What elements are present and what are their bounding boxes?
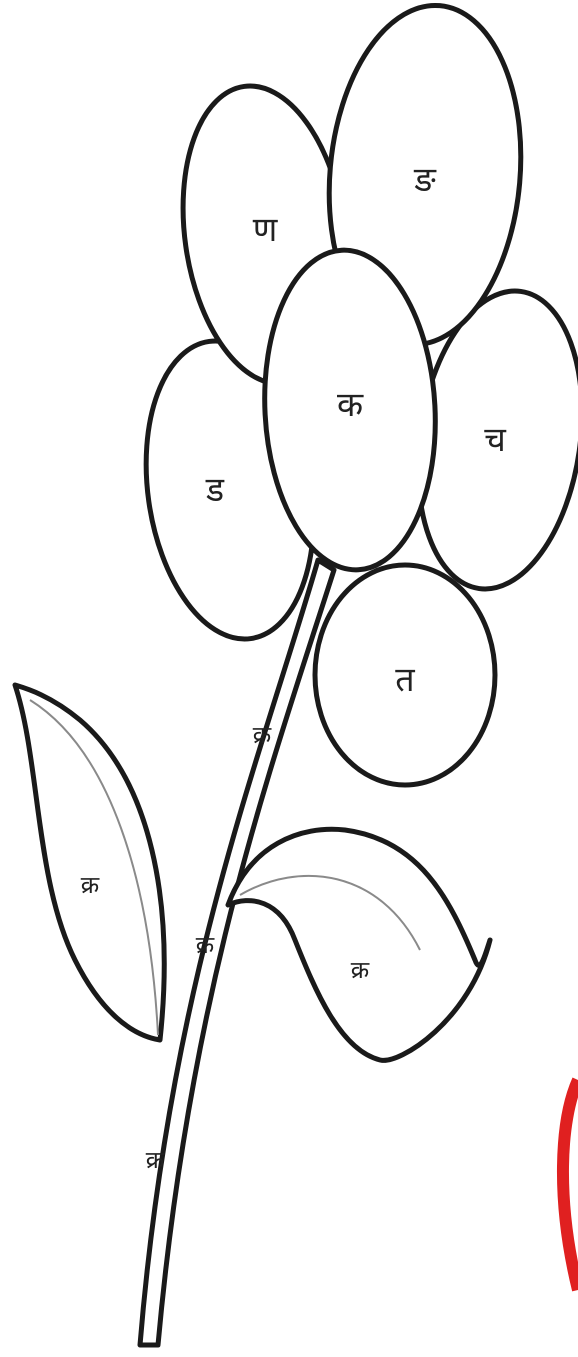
petal-left-label: ड [205,470,225,510]
right-leaf-label: क्र [351,956,370,984]
stem-upper-label: क्र [253,721,272,749]
left-leaf-label: क्र [81,871,100,899]
petal-bottom-label: त [395,660,415,700]
center-label: क [337,385,364,425]
right-leaf [228,829,490,1060]
petal-right-label: च [484,420,507,460]
left-leaf [15,685,164,1040]
petal-top-label: ङ [413,160,437,200]
stem-middle-label: क्र [196,931,215,959]
red-arc-decoration [563,1080,578,1290]
stem-lower-label: क्र [146,1146,165,1174]
petal-upper-left-label: ण [253,210,279,250]
